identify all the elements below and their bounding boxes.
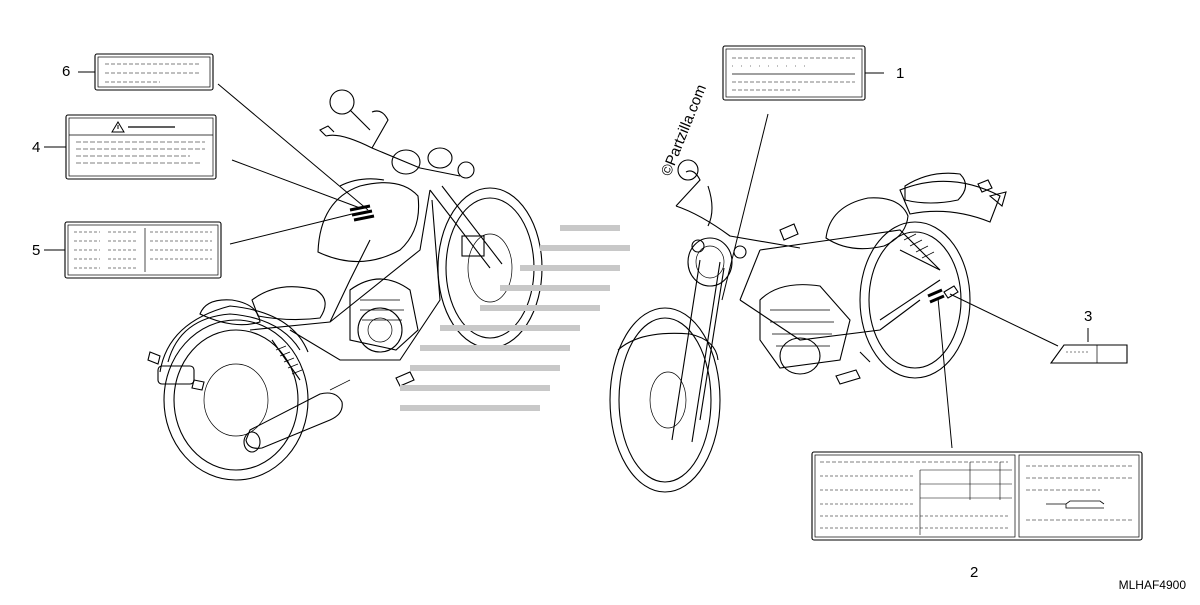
callout-5: 5 xyxy=(32,242,41,259)
leader-lines xyxy=(44,71,1089,449)
callout-3: 3 xyxy=(1084,308,1093,325)
diagram-code: MLHAF4900 xyxy=(1118,578,1186,592)
warning-triangle-icon xyxy=(111,121,125,133)
tank-label-mark xyxy=(349,204,375,222)
callout-4: 4 xyxy=(32,139,41,156)
label-part-6 xyxy=(94,53,214,91)
callout-1: 1 xyxy=(896,65,905,82)
label-part-5 xyxy=(64,221,222,279)
stipple-shading xyxy=(400,225,630,411)
callout-2: 2 xyxy=(970,564,979,581)
callout-6: 6 xyxy=(62,63,71,80)
label-part-4 xyxy=(65,114,217,180)
left-motorcycle-drawing xyxy=(147,89,543,481)
swingarm-label-mark xyxy=(927,288,945,304)
label-part-1 xyxy=(722,45,866,101)
label-part-3 xyxy=(1049,344,1128,364)
right-motorcycle-drawing xyxy=(609,159,1007,493)
label-part-2 xyxy=(811,451,1143,541)
